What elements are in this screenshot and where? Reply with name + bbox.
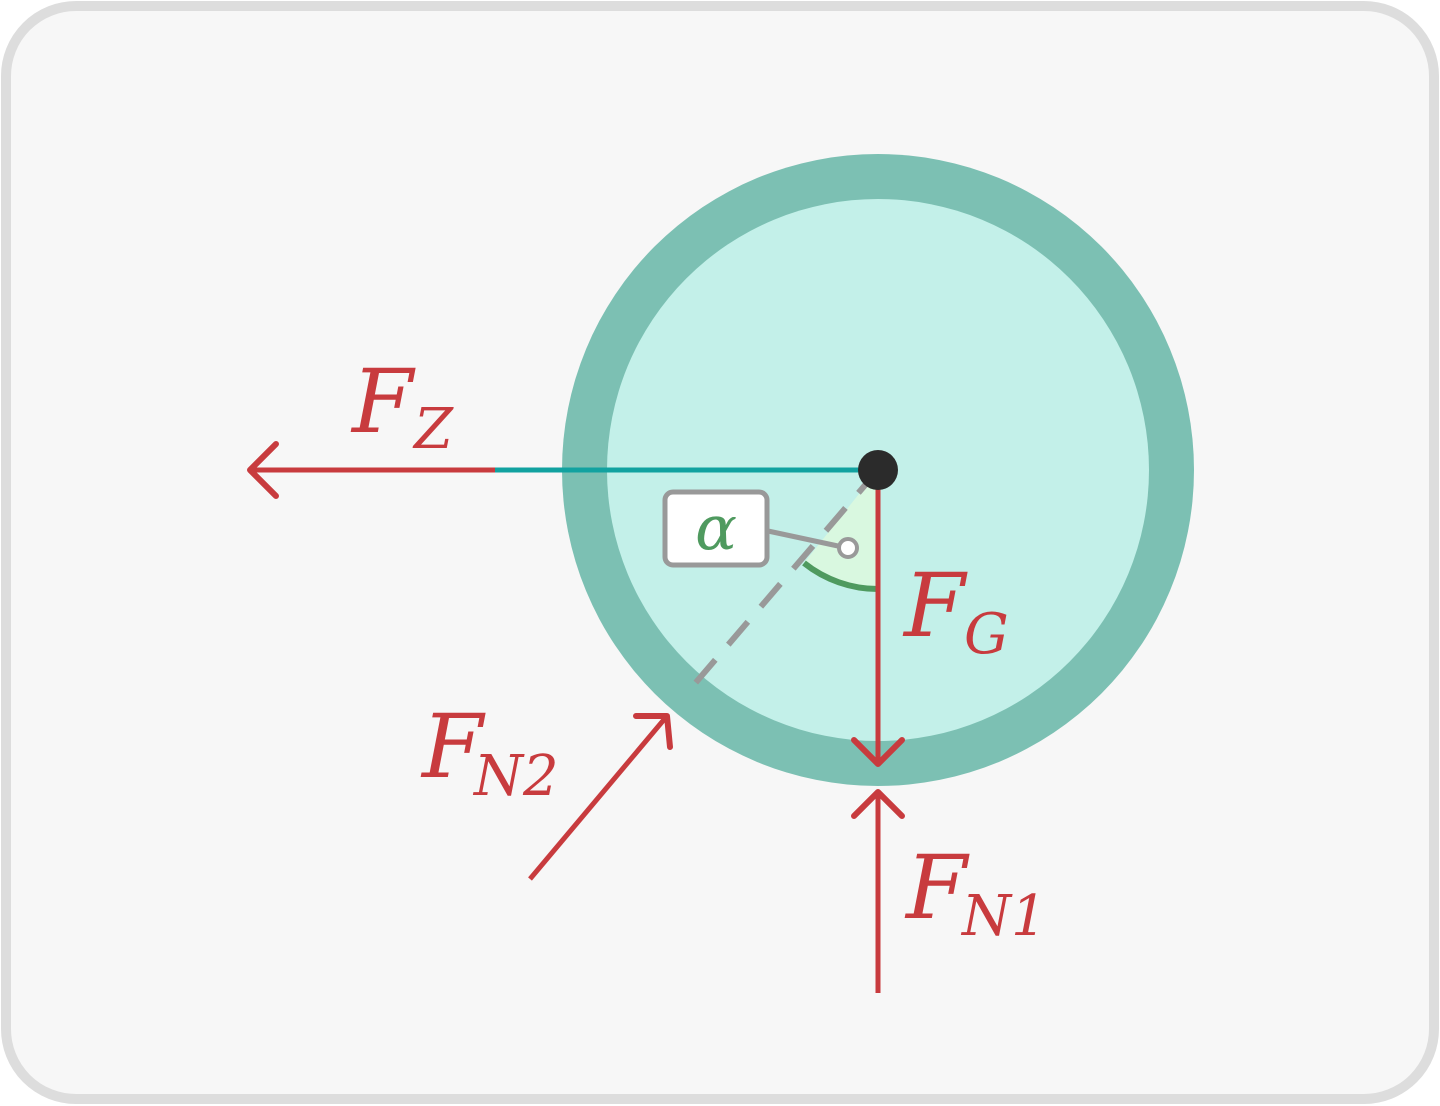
angle-arc <box>802 560 879 592</box>
fz-arrow-head <box>247 441 279 499</box>
fn1-label-sub: N1 <box>960 884 1047 949</box>
angle-sector <box>804 470 878 589</box>
fn2-arrow-shaft <box>528 714 669 881</box>
fn1-label: FN1 <box>904 836 1047 949</box>
fn2-label-main: F <box>420 695 486 798</box>
center-point <box>858 450 898 490</box>
fz-label: FZ <box>350 350 454 462</box>
fz-label-sub: Z <box>412 397 454 462</box>
fg-label-sub: G <box>964 602 1009 667</box>
fn2-label: FN2 <box>420 695 559 809</box>
fg-label-main: F <box>902 554 968 657</box>
alpha-callout-leader <box>767 528 839 549</box>
fn1-arrow-head <box>851 789 905 819</box>
fg-label: FG <box>902 554 1009 667</box>
fg-arrow-head <box>851 737 905 767</box>
fn2-arrow-head <box>633 713 673 750</box>
alpha-callout-box <box>662 489 770 568</box>
fn2-label-sub: N2 <box>472 744 559 809</box>
fz-label-main: F <box>350 350 416 453</box>
fn1-label-main: F <box>904 836 970 939</box>
alpha-label: α <box>695 491 737 564</box>
alpha-callout-anchor <box>837 537 859 559</box>
